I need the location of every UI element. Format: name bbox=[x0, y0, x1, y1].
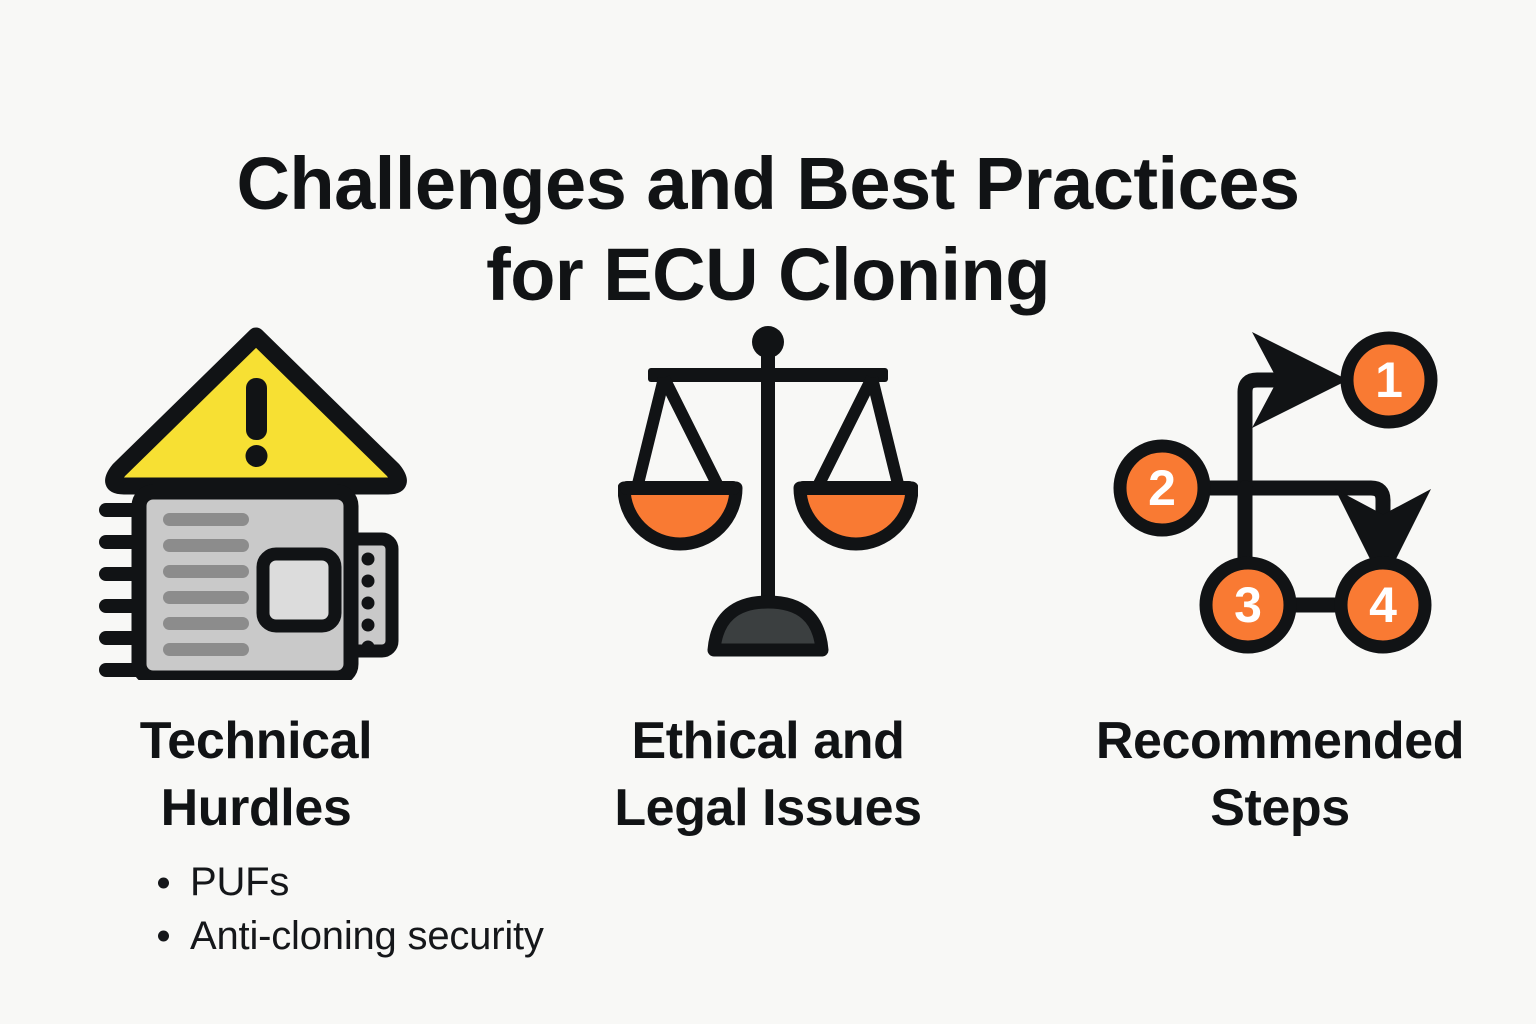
list-item-label: Anti-cloning security bbox=[190, 913, 544, 958]
flow-node-2-label: 2 bbox=[1148, 460, 1176, 516]
list-item: PUFs bbox=[148, 856, 768, 910]
column-label-ethical-legal: Ethical and Legal Issues bbox=[614, 712, 922, 837]
chip-bars bbox=[163, 513, 249, 656]
list-item: Anti-cloning security bbox=[148, 910, 768, 964]
technical-hurdles-bullet-list: PUFs Anti-cloning security bbox=[148, 856, 768, 963]
column-label-recommended-steps: Recommended Steps bbox=[1095, 712, 1465, 837]
scale-knob bbox=[752, 326, 784, 358]
flow-node-1: 1 bbox=[1340, 331, 1438, 429]
column-ethical-legal: Ethical and Legal Issues bbox=[512, 316, 1024, 841]
column-recommended-steps: 1 2 3 4 bbox=[1024, 316, 1536, 841]
scale-beam bbox=[648, 368, 888, 382]
page-title: Challenges and Best Practices for ECU Cl… bbox=[236, 141, 1300, 317]
icon-slot bbox=[618, 316, 918, 680]
icon-slot: 1 2 3 4 bbox=[1090, 316, 1470, 680]
scale-left-pan bbox=[618, 375, 743, 551]
chip-die bbox=[256, 547, 342, 633]
bullet-dot-icon bbox=[158, 877, 169, 889]
scale-right-pan bbox=[793, 375, 918, 551]
flow-node-1-label: 1 bbox=[1375, 352, 1403, 408]
column-label-technical-hurdles: Technical Hurdles bbox=[139, 712, 373, 837]
balance-scales-icon bbox=[618, 326, 918, 657]
flow-arrow-to-4 bbox=[1200, 480, 1431, 586]
warning-triangle-icon bbox=[105, 327, 407, 495]
flow-node-3: 3 bbox=[1199, 556, 1297, 654]
scale-post bbox=[761, 348, 775, 603]
list-item-label: PUFs bbox=[190, 860, 290, 904]
column-technical-hurdles: Technical Hurdles bbox=[0, 316, 512, 841]
column-group: Technical Hurdles bbox=[0, 316, 1536, 841]
numbered-flowchart-icon: 1 2 3 4 bbox=[1113, 331, 1438, 654]
scale-base bbox=[707, 595, 829, 657]
flow-node-4: 4 bbox=[1334, 556, 1432, 654]
flow-arrow-to-1 bbox=[1237, 332, 1349, 578]
flow-node-2: 2 bbox=[1113, 439, 1211, 537]
flow-node-4-label: 4 bbox=[1369, 577, 1397, 633]
flow-node-3-label: 3 bbox=[1234, 577, 1262, 633]
bullet-dot-icon bbox=[158, 930, 169, 942]
icon-slot bbox=[91, 316, 421, 680]
ecu-chip-warning-icon bbox=[99, 327, 407, 680]
